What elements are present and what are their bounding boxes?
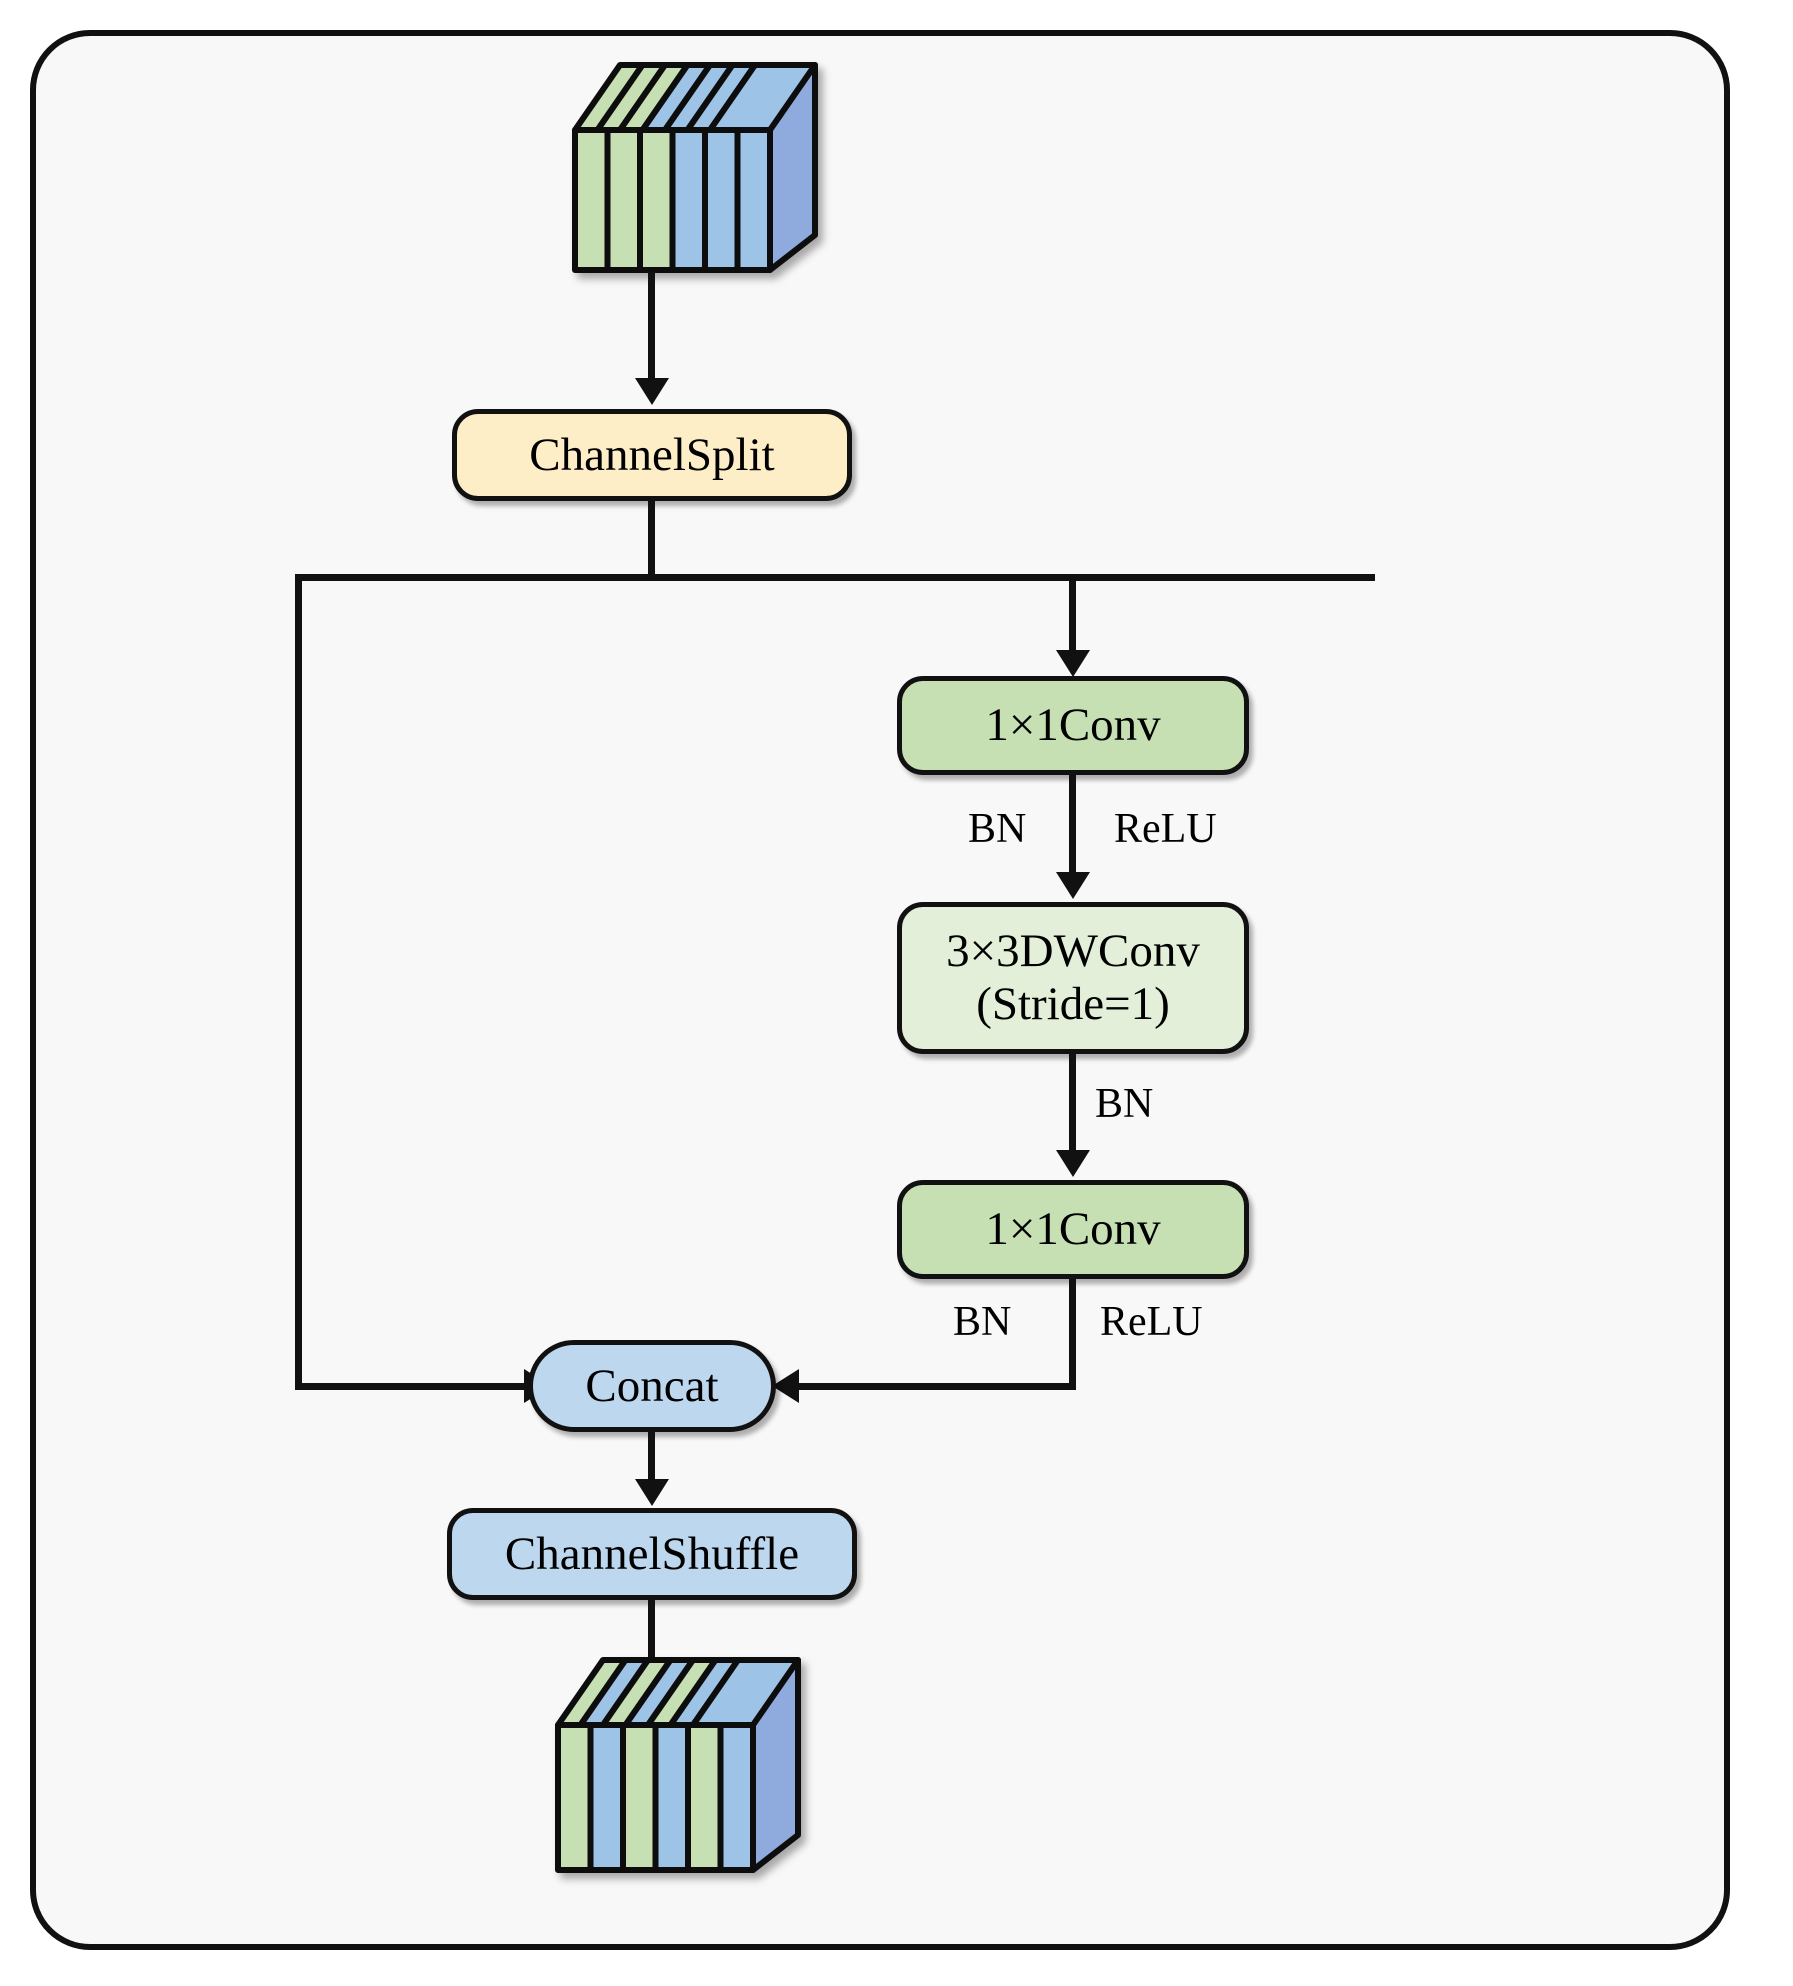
edge-split-bus bbox=[295, 574, 1375, 581]
node-channel-split-label: ChannelSplit bbox=[529, 428, 775, 481]
node-dwconv-3x3-label: 3×3DWConv (Stride=1) bbox=[946, 925, 1200, 1030]
arrowhead-dwconv-to-conv2 bbox=[1056, 1150, 1090, 1177]
output-feature-map-tensor bbox=[548, 1640, 808, 1900]
tensor-channel bbox=[685, 1722, 724, 1873]
arrowhead-right-branch-to-conv1 bbox=[1056, 650, 1090, 677]
edge-label-bn-after-conv1: BN bbox=[968, 806, 1027, 852]
arrowhead-conv2-to-concat bbox=[772, 1369, 799, 1403]
edge-left-branch bbox=[295, 574, 302, 1386]
tensor-channel bbox=[620, 1722, 659, 1873]
node-conv-1x1-first[interactable]: 1×1Conv bbox=[897, 676, 1249, 775]
output-tensor-svg bbox=[555, 1657, 801, 1873]
node-concat-label: Concat bbox=[585, 1359, 719, 1412]
edge-conv1-to-dwconv bbox=[1069, 775, 1076, 875]
tensor-channel bbox=[717, 1722, 756, 1873]
edge-split-stem bbox=[648, 501, 655, 581]
tensor-channel bbox=[702, 127, 741, 273]
edge-conv2-down bbox=[1069, 1279, 1076, 1387]
node-concat[interactable]: Concat bbox=[528, 1340, 776, 1432]
edge-dwconv-to-conv2 bbox=[1069, 1054, 1076, 1154]
node-channel-split[interactable]: ChannelSplit bbox=[452, 409, 852, 501]
node-channel-shuffle[interactable]: ChannelShuffle bbox=[447, 1508, 857, 1600]
node-dwconv-3x3[interactable]: 3×3DWConv (Stride=1) bbox=[897, 902, 1249, 1054]
node-channel-shuffle-label: ChannelShuffle bbox=[504, 1527, 800, 1580]
diagram-outer-frame bbox=[30, 30, 1730, 1950]
edge-shuffle-to-output bbox=[648, 1600, 655, 1710]
edge-label-relu-after-conv1: ReLU bbox=[1114, 806, 1217, 852]
tensor-channel bbox=[587, 1722, 626, 1873]
tensor-channel bbox=[734, 127, 773, 273]
edge-left-branch-to-concat bbox=[295, 1383, 543, 1390]
edge-concat-to-shuffle bbox=[648, 1432, 655, 1482]
tensor-channel bbox=[604, 127, 643, 273]
node-conv-1x1-first-label: 1×1Conv bbox=[985, 699, 1161, 752]
tensor-channel bbox=[669, 127, 708, 273]
tensor-channel bbox=[652, 1722, 691, 1873]
edge-label-bn-after-dwconv: BN bbox=[1095, 1081, 1154, 1127]
edge-conv2-to-concat bbox=[790, 1383, 1076, 1390]
node-conv-1x1-second[interactable]: 1×1Conv bbox=[897, 1180, 1249, 1279]
arrowhead-conv1-to-dwconv bbox=[1056, 872, 1090, 899]
arrowhead-concat-to-shuffle bbox=[635, 1479, 669, 1506]
input-feature-map-tensor bbox=[565, 55, 825, 285]
edge-input-to-split bbox=[648, 272, 655, 382]
edge-right-branch bbox=[1069, 574, 1076, 654]
arrowhead-input-to-split bbox=[635, 378, 669, 405]
edge-label-bn-after-conv2: BN bbox=[953, 1299, 1012, 1345]
tensor-channel bbox=[555, 1722, 594, 1873]
edge-label-relu-after-conv2: ReLU bbox=[1100, 1299, 1203, 1345]
input-tensor-svg bbox=[572, 62, 818, 273]
node-conv-1x1-second-label: 1×1Conv bbox=[985, 1203, 1161, 1256]
tensor-channel bbox=[637, 127, 676, 273]
tensor-channel bbox=[572, 127, 611, 273]
